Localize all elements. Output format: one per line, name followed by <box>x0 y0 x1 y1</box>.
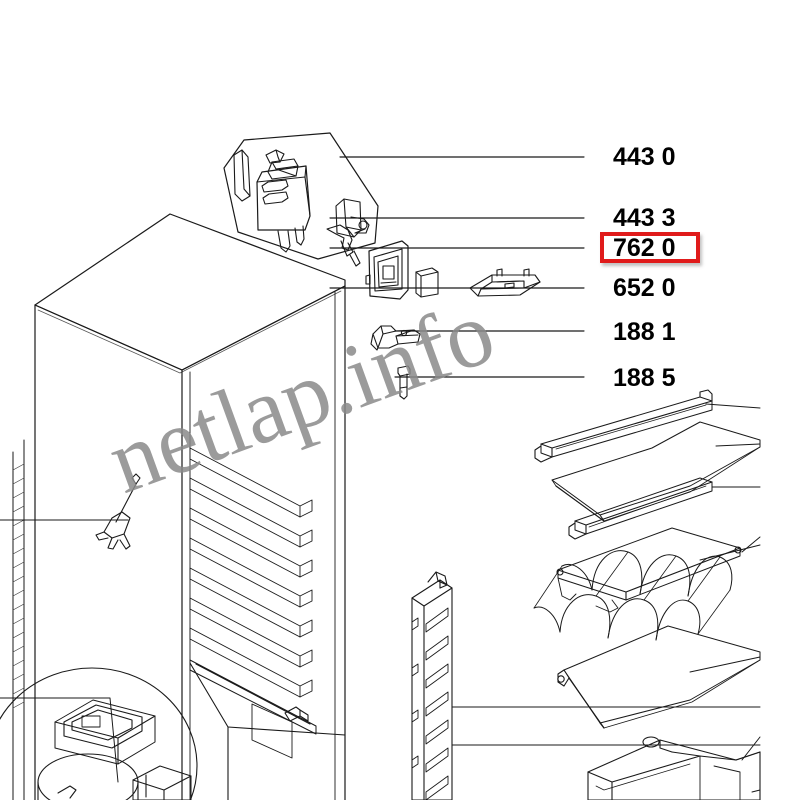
callout-label-652-0[interactable]: 652 0 <box>613 274 676 302</box>
callout-label-188-5[interactable]: 188 5 <box>613 364 676 392</box>
callout-label-762-0[interactable]: 762 0 <box>613 234 676 262</box>
highlighted-part-box <box>600 232 700 263</box>
callout-label-443-0[interactable]: 443 0 <box>613 143 676 171</box>
callout-label-188-1[interactable]: 188 1 <box>613 318 676 346</box>
callout-label-443-3[interactable]: 443 3 <box>613 204 676 232</box>
